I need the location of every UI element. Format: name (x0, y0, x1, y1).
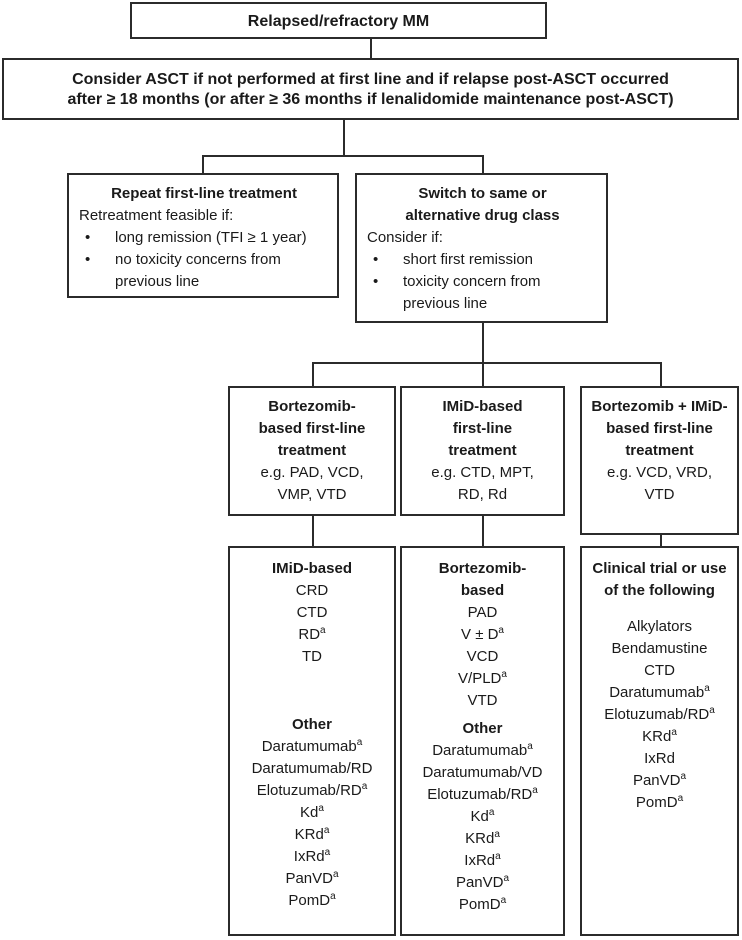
regimen-item: KRda (642, 727, 677, 746)
relapsed-refractory-box: Relapsed/refractory MM (130, 2, 547, 39)
switch-intro: Consider if: (367, 229, 443, 246)
connector-to-combo (660, 362, 662, 386)
regimen-item: PomDa (458, 895, 507, 914)
connector-to-imid (482, 362, 484, 386)
imid-first-line-box: IMiD-based first-line treatment e.g. CTD… (400, 386, 565, 516)
regimen-item: PomDa (635, 793, 684, 812)
regimen-item: PanVDa (455, 873, 510, 892)
bortezomib-first-line-box: Bortezomib-based first-line treatment e.… (228, 386, 396, 516)
bortezomib-other-heading: Other (462, 720, 503, 737)
clinical-trial-options-box: Clinical trial or use of the following A… (580, 546, 739, 936)
regimen-item: Kda (470, 807, 495, 826)
repeat-bullet: long remission (TFI ≥ 1 year) (79, 227, 329, 249)
switch-bullet: toxicity concern from previous line (367, 271, 598, 315)
connector-split-horizontal (202, 155, 484, 157)
regimen-item: IxRd (644, 750, 675, 767)
regimen-item: Kda (300, 803, 324, 822)
regimen-item: Daratumumaba (432, 741, 533, 760)
bortezomib-other-list: Daratumumaba Daratumumab/VD Elotuzumab/R… (402, 740, 563, 916)
connector-asct-split (343, 118, 345, 156)
connector-to-repeat (202, 155, 204, 173)
bortezomib-first-line-examples: e.g. PAD, VCD, VMP, VTD (260, 464, 364, 503)
repeat-bullet-list: long remission (TFI ≥ 1 year) no toxicit… (79, 227, 329, 293)
combo-first-line-examples: e.g. VCD, VRD, VTD (606, 464, 713, 503)
imid-first-line-examples: e.g. CTD, MPT, RD, Rd (431, 464, 534, 503)
imid-based-heading: IMiD-based (271, 560, 352, 577)
regimen-item: IxRda (464, 851, 501, 870)
regimen-item: RDa (298, 625, 326, 644)
regimen-item: Daratumumab/RD (251, 760, 373, 777)
regimen-item: Daratumumaba (261, 737, 363, 756)
connector-switch-down (482, 321, 484, 363)
regimen-item: Daratumumab/VD (422, 764, 543, 781)
regimen-item: PanVDa (285, 869, 339, 888)
regimen-item: IxRda (293, 847, 331, 866)
bortezomib-based-options-box: Bortezomib-based PAD V ± Da VCD V/PLDa V… (400, 546, 565, 936)
clinical-trial-list: Alkylators Bendamustine CTD Daratumumaba… (582, 616, 737, 814)
imid-based-list: CRD CTD RDa TD (230, 580, 394, 668)
repeat-first-line-title: Repeat first-line treatment (111, 185, 297, 202)
consider-asct-line-1: Consider ASCT if not performed at first … (72, 71, 669, 88)
bortezomib-first-line-title: Bortezomib-based first-line treatment (258, 398, 366, 459)
consider-asct-line-2: after ≥ 18 months (or after ≥ 36 months … (67, 91, 674, 108)
regimen-item: Elotuzumab/RDa (256, 781, 368, 800)
connector-imid-options (482, 514, 484, 546)
imid-other-list: Daratumumaba Daratumumab/RD Elotuzumab/R… (230, 736, 394, 912)
switch-bullet: short first remission (367, 249, 598, 271)
consider-asct-box: Consider ASCT if not performed at first … (2, 58, 739, 120)
imid-first-line-title: IMiD-based first-line treatment (442, 398, 523, 459)
regimen-item: VCD (466, 648, 499, 665)
bortezomib-based-list: PAD V ± Da VCD V/PLDa VTD (402, 602, 563, 712)
regimen-item: V/PLDa (458, 669, 507, 688)
regimen-item: Daratumumaba (609, 683, 710, 702)
connector-bortezomib-options (312, 514, 314, 546)
regimen-item: PAD (467, 604, 498, 621)
regimen-item: CTD (644, 662, 675, 679)
connector-to-bortezomib (312, 362, 314, 386)
connector-top-asct (370, 37, 372, 58)
regimen-item: PomDa (288, 891, 336, 910)
bortezomib-based-heading: Bortezomib-based (438, 560, 527, 599)
switch-drug-class-box: Switch to same or alternative drug class… (355, 173, 608, 323)
connector-to-switch (482, 155, 484, 173)
regimen-item: Elotuzumab/RDa (604, 705, 715, 724)
regimen-item: Alkylators (626, 618, 693, 635)
regimen-item: V ± Da (461, 625, 504, 644)
regimen-item: CRD (295, 582, 329, 599)
repeat-bullet: no toxicity concerns from previous line (79, 249, 329, 293)
combo-first-line-title: Bortezomib + IMiD-based first-line treat… (591, 398, 728, 459)
combo-first-line-box: Bortezomib + IMiD-based first-line treat… (580, 386, 739, 535)
relapsed-refractory-title: Relapsed/refractory MM (247, 13, 430, 30)
regimen-item: Elotuzumab/RDa (427, 785, 538, 804)
clinical-trial-heading: Clinical trial or use of the following (592, 560, 727, 599)
regimen-item: TD (302, 648, 322, 665)
repeat-intro: Retreatment feasible if: (79, 207, 234, 224)
connector-combo-options (660, 533, 662, 546)
regimen-item: KRda (294, 825, 330, 844)
regimen-item: VTD (467, 692, 498, 709)
regimen-item: Bendamustine (611, 640, 708, 657)
switch-drug-class-title: Switch to same or alternative drug class (405, 185, 560, 224)
regimen-item: PanVDa (632, 771, 687, 790)
connector-firstline-horizontal (312, 362, 662, 364)
regimen-item: CTD (296, 604, 328, 621)
regimen-item: KRda (465, 829, 500, 848)
imid-other-heading: Other (291, 716, 332, 733)
imid-based-options-box: IMiD-based CRD CTD RDa TD Other Daratumu… (228, 546, 396, 936)
switch-bullet-list: short first remission toxicity concern f… (367, 249, 598, 315)
repeat-first-line-box: Repeat first-line treatment Retreatment … (67, 173, 339, 298)
